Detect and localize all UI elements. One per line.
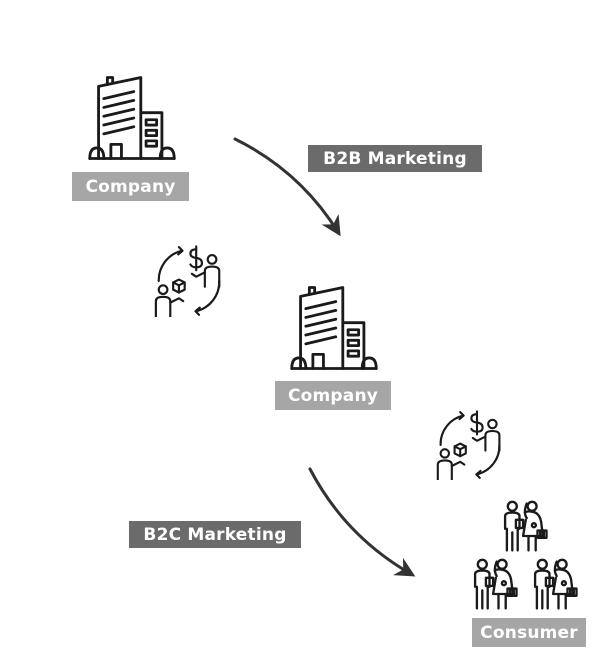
exchange-node-bottom [434, 410, 506, 480]
office-building-icon [86, 74, 178, 162]
consumer-node [468, 500, 580, 615]
consumer-label: Consumer [472, 618, 586, 647]
company-node-middle [288, 284, 380, 372]
company-node-top [86, 74, 178, 162]
b2b-arrow-icon [233, 137, 341, 237]
b2b-label: B2B Marketing [308, 145, 482, 172]
shopper-icon [498, 500, 550, 554]
money-goods-exchange-icon [434, 410, 506, 480]
shopper-icon [468, 558, 520, 612]
company-label-middle: Company [275, 381, 391, 410]
b2c-arrow-icon [308, 467, 416, 577]
shopper-icon [528, 558, 580, 612]
exchange-node-top [153, 245, 225, 317]
money-goods-exchange-icon [153, 245, 225, 317]
company-label-top: Company [72, 172, 189, 201]
b2c-label: B2C Marketing [129, 521, 301, 548]
office-building-icon [288, 284, 380, 372]
